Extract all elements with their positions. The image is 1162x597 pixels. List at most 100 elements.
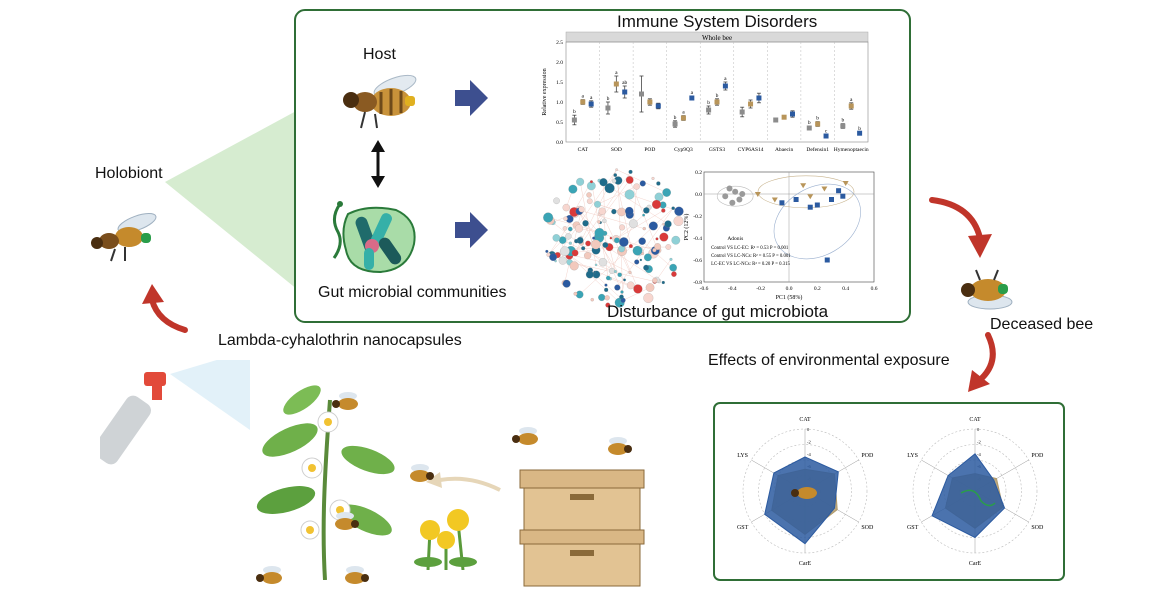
deceased-label: Deceased bee (990, 316, 1094, 333)
point-control (726, 185, 733, 192)
beige-arrowhead (426, 472, 442, 488)
point-control (722, 193, 729, 200)
network-node (569, 261, 579, 271)
data-point (823, 133, 829, 139)
y-tick-label: 0.0 (556, 140, 563, 146)
sig-letter: a (590, 95, 593, 101)
network-node (639, 258, 643, 262)
x-tick-label: Cyp9Q3 (674, 147, 693, 153)
network-node (669, 263, 677, 272)
holobiont-frame (294, 9, 911, 323)
y-tick-label: 2.0 (556, 60, 563, 66)
data-point (714, 99, 720, 105)
microbial-network (543, 168, 684, 308)
spray-bottle-icon (100, 360, 250, 465)
deceased-bee-icon (961, 269, 1013, 310)
network-node (567, 226, 573, 232)
network-node (585, 270, 594, 279)
point-lc-ec (807, 194, 814, 200)
sig-letter: ab (622, 80, 627, 86)
network-node (632, 245, 643, 256)
data-point (756, 95, 762, 101)
flying-bee-icon (332, 392, 358, 410)
network-node (581, 246, 586, 251)
network-edge (633, 186, 637, 224)
network-node (552, 234, 561, 242)
network-node (619, 237, 629, 247)
network-node (604, 287, 609, 292)
radar-axis-label: SOD (861, 525, 874, 531)
network-node (589, 180, 593, 184)
lambda-label: Lambda-cyhalothrin nanocapsules (218, 332, 462, 349)
holobiont-bee-icon (91, 213, 157, 262)
x-tick-label: -0.4 (728, 286, 737, 292)
sig-letter: b (716, 93, 719, 99)
radar-axis-label: CarE (799, 561, 812, 567)
network-node (634, 259, 640, 265)
x-tick-label: -0.2 (756, 286, 765, 292)
network-node (654, 192, 664, 202)
radar-tick: -2 (807, 439, 811, 444)
data-point (773, 117, 779, 123)
network-node (584, 252, 592, 260)
point-lc-ncs (814, 202, 820, 208)
radar-axis-label: GST (737, 525, 749, 531)
network-node (652, 248, 657, 253)
network-edge (609, 247, 616, 272)
data-point (588, 101, 594, 107)
sig-letter: a (615, 70, 618, 76)
y-tick-label: 1.5 (556, 80, 563, 86)
point-lc-ncs (840, 193, 846, 199)
network-node (642, 213, 645, 217)
network-node (582, 220, 589, 227)
radar-axis-label: LYS (907, 453, 918, 459)
network-node (574, 239, 579, 244)
network-node (644, 253, 652, 262)
network-node (643, 264, 650, 271)
network-node (659, 232, 669, 242)
network-edge (621, 279, 625, 297)
point-control (729, 199, 736, 206)
point-control (736, 196, 743, 203)
point-control (732, 188, 739, 195)
network-node (651, 199, 662, 209)
legend-title: Adonis (727, 236, 743, 242)
red-arrowhead-3 (142, 284, 164, 304)
network-node (594, 228, 605, 238)
y-tick-label: -0.6 (693, 258, 702, 264)
network-node (626, 281, 635, 290)
network-node (620, 290, 624, 294)
flying-bee-icon (608, 437, 632, 455)
network-node (648, 221, 658, 231)
network-node (655, 237, 659, 241)
network-node (623, 278, 626, 282)
ground-bee-icon (256, 566, 282, 584)
data-point (790, 111, 795, 117)
network-node (615, 168, 618, 172)
data-point (647, 99, 653, 105)
network-node (568, 241, 572, 245)
point-lc-ncs (824, 257, 830, 263)
network-node (671, 235, 681, 245)
network-node (604, 183, 615, 194)
sig-letter: b (573, 109, 576, 115)
point-lc-ncs (829, 197, 834, 202)
network-node (585, 240, 591, 247)
legend-line: Control VS LC-EC: R² = 0.53 P = 0.001 (711, 245, 789, 251)
network-node (594, 263, 598, 267)
group-ellipse (716, 185, 754, 207)
network-node (558, 236, 567, 244)
network-node (664, 220, 672, 228)
network-node (611, 208, 617, 215)
gut-label: Gut microbial communities (318, 284, 507, 301)
network-node (625, 206, 634, 216)
network-node (590, 298, 594, 302)
immune-title: Immune System Disorders (617, 12, 818, 31)
network-edge (656, 259, 672, 280)
network-node (643, 293, 654, 303)
y-tick-label: 0.2 (695, 170, 702, 176)
red-arrowhead-1 (968, 234, 992, 258)
radar-tick: -2 (977, 439, 981, 444)
